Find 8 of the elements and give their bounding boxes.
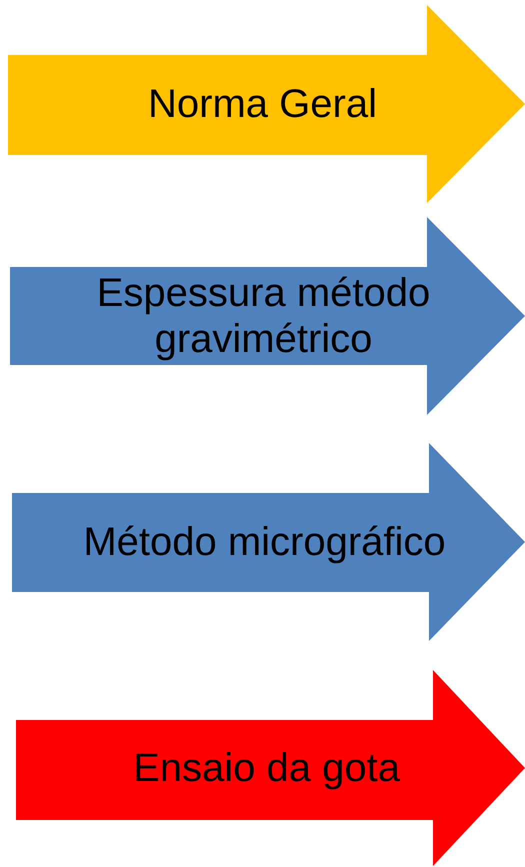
pointed-banner [16,670,525,866]
arrow-label: Método micrográfico [83,519,446,565]
arrow-label: Norma Geral [148,81,377,127]
pointed-banner [12,443,525,641]
pointed-banner [8,5,525,203]
arrow-label: Ensaio da gota [133,745,400,791]
arrow-label: Espessura método gravimétrico [96,270,432,362]
pointed-banner [10,217,525,415]
